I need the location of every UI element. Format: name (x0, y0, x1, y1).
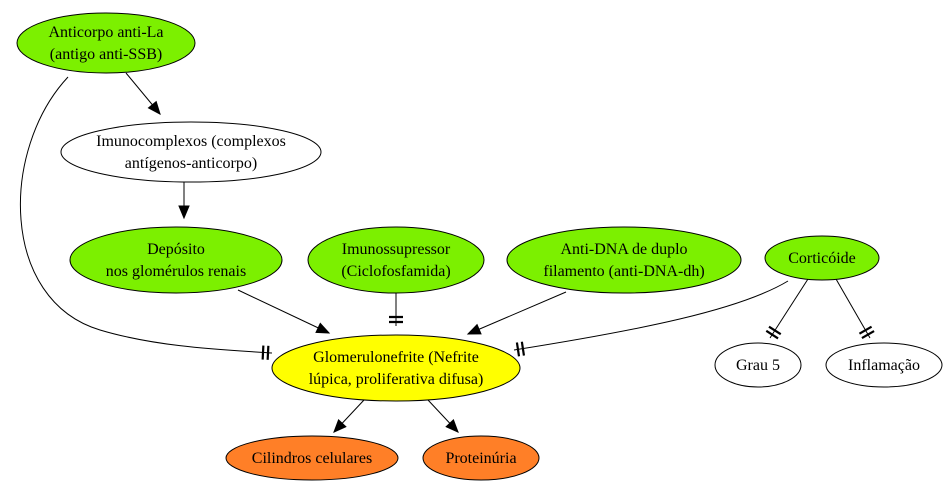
nodes-layer: Anticorpo anti-La (antigo anti-SSB) Imunoc… (16, 12, 943, 481)
arrowhead (466, 323, 482, 335)
node-grau5: Grau 5 (714, 342, 802, 388)
node-grau5-label-0: Grau 5 (736, 357, 780, 374)
node-corticoide-shape (764, 235, 880, 281)
node-corticoide: Corticóide (764, 235, 880, 281)
edge-anti-la-to-imunocomplexos (125, 72, 161, 116)
node-anti-la: Anticorpo anti-La (antigo anti-SSB) (16, 12, 196, 74)
arrowhead (147, 100, 161, 116)
edge-glomerulonefrite-to-cilindros (333, 399, 365, 433)
node-imunossupressor: Imunossupressor (Ciclofosfamida) (307, 226, 485, 294)
node-cilindros-label-0: Cilindros celulares (252, 450, 372, 467)
edge-deposito-to-glomerulonefrite (237, 289, 331, 334)
node-grau5-shape (714, 342, 802, 388)
node-anti-la-label-0: Anticorpo anti-La (48, 24, 163, 41)
node-anti-dna-shape (506, 226, 742, 294)
node-deposito-shape (69, 226, 283, 294)
node-imunossupressor-label-0: Imunossupressor (342, 241, 451, 258)
node-deposito-label-0: Depósito (147, 241, 205, 258)
edge-line (237, 289, 330, 334)
node-deposito: Depósito nos glomérulos renais (69, 226, 283, 294)
edge-line (467, 291, 567, 335)
node-imunocomplexos: Imunocomplexos (complexos antígenos-antic… (60, 121, 322, 183)
node-glomerulonefrite: Glomerulonefrite (Nefrite lúpica, prolife… (271, 334, 521, 402)
edge-corticoide-to-grau5 (765, 278, 809, 340)
edge-anti-la-to-glomerulonefrite (20, 76, 273, 360)
node-proteinuria-label-0: Proteinúria (445, 450, 516, 467)
node-anti-dna-label-0: Anti-DNA de duplo (560, 241, 687, 258)
edge-imunocomplexos-to-deposito (178, 182, 190, 220)
node-deposito-label-1: nos glomérulos renais (106, 263, 246, 280)
edge-line (835, 278, 871, 339)
inhibition-tee (858, 325, 875, 339)
node-inflamacao: Inflamação (825, 342, 943, 388)
node-anti-la-label-1: (antigo anti-SSB) (50, 46, 162, 63)
arrowhead (315, 322, 331, 334)
edges-layer (20, 72, 875, 433)
edge-imunossupressor-to-glomerulonefrite (389, 293, 403, 326)
edge-anti-dna-to-glomerulonefrite (466, 291, 567, 335)
node-imunocomplexos-label-1: antígenos-anticorpo) (125, 155, 257, 172)
edge-line (20, 76, 273, 354)
node-imunossupressor-shape (307, 226, 485, 294)
node-inflamacao-shape (825, 342, 943, 388)
node-imunocomplexos-shape (60, 121, 322, 183)
node-imunocomplexos-label-0: Imunocomplexos (complexos (96, 133, 286, 150)
arrowhead (178, 205, 190, 220)
node-corticoide-label-0: Corticóide (788, 250, 856, 267)
node-cilindros-shape (225, 435, 399, 481)
node-glomerulonefrite-label-1: lúpica, proliferativa difusa) (309, 371, 484, 388)
edge-line (513, 280, 789, 351)
inhibition-tee (261, 345, 270, 360)
node-proteinuria: Proteinúria (422, 435, 540, 481)
inhibition-tee (515, 341, 526, 357)
node-anti-dna: Anti-DNA de duplo filamento (anti-DNA-dh) (506, 226, 742, 294)
inhibition-tee (765, 325, 782, 340)
edge-corticoide-to-inflamacao (835, 278, 875, 339)
node-anti-la-shape (16, 12, 196, 74)
inhibition-tee (389, 315, 403, 324)
arrowhead (333, 418, 347, 433)
edge-line (769, 278, 809, 339)
edge-glomerulonefrite-to-proteinuria (427, 399, 459, 433)
node-cilindros: Cilindros celulares (225, 435, 399, 481)
edge-corticoide-to-glomerulonefrite (513, 280, 789, 357)
arrowhead (445, 418, 459, 433)
node-imunossupressor-label-1: (Ciclofosfamida) (341, 263, 450, 280)
node-glomerulonefrite-label-0: Glomerulonefrite (Nefrite (313, 349, 479, 366)
node-anti-dna-label-1: filamento (anti-DNA-dh) (543, 263, 704, 280)
node-inflamacao-label-0: Inflamação (848, 357, 920, 374)
node-proteinuria-shape (422, 435, 540, 481)
node-glomerulonefrite-shape (271, 334, 521, 402)
